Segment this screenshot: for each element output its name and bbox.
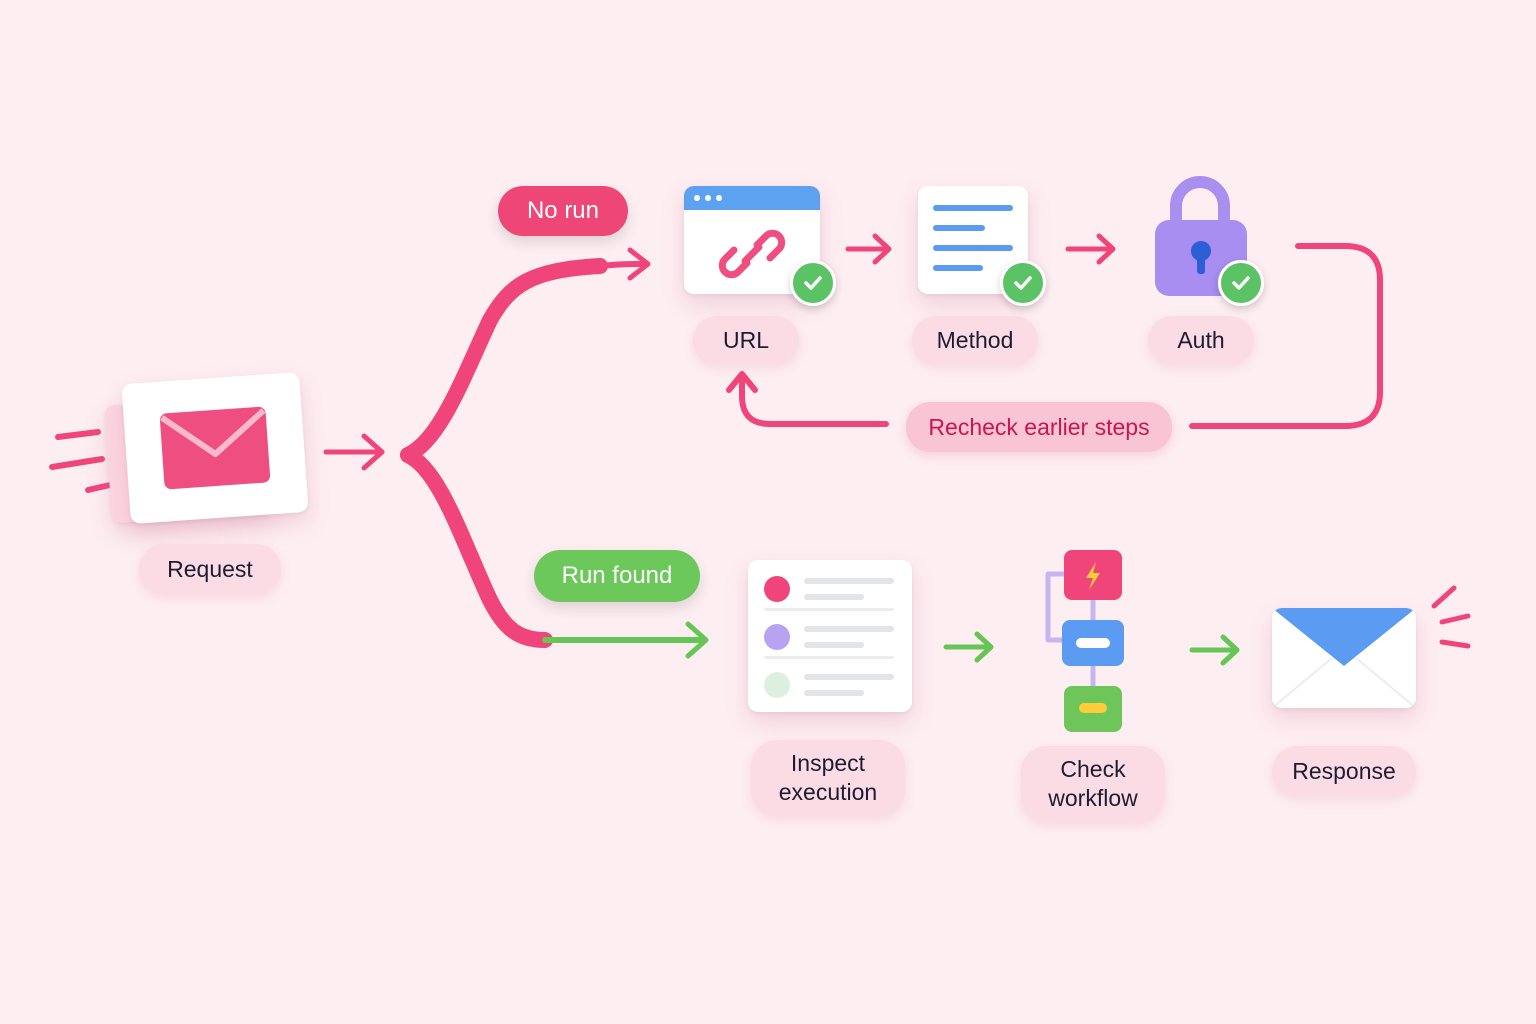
auth-label: Auth: [1148, 316, 1254, 364]
workflow-blocks-icon: [1045, 550, 1124, 732]
branch-run-found-label: Run found: [561, 562, 673, 589]
auth-check-badge: [1218, 260, 1264, 306]
checkmark-icon: [1014, 276, 1032, 290]
arrow-method-to-auth: [1065, 233, 1116, 265]
checkmark-icon: [1232, 276, 1250, 290]
inspect-node: [748, 560, 912, 712]
status-dot-red: [764, 576, 790, 602]
workflow-node: [1036, 546, 1156, 736]
url-check-badge: [790, 260, 836, 306]
auth-node: [1150, 172, 1270, 306]
workflow-label: Check workflow: [1021, 746, 1165, 822]
envelope-icon: [159, 406, 271, 490]
request-node: [104, 371, 309, 528]
request-motion-lines: [49, 429, 113, 493]
inspect-label: Inspect execution: [751, 740, 905, 816]
status-dot-purple: [764, 624, 790, 650]
arrow-workflow-to-response: [1189, 634, 1240, 666]
envelope-icon: [1272, 608, 1416, 708]
url-label: URL: [693, 316, 799, 364]
branch-no-run-pill: No run: [498, 186, 628, 236]
arrow-inspect-to-workflow: [943, 631, 994, 663]
document-lines-icon: [933, 205, 1013, 271]
method-node: [918, 186, 1048, 306]
branch-run-found-pill: Run found: [534, 550, 700, 602]
recheck-earlier-steps-pill: Recheck earlier steps: [906, 402, 1172, 452]
response-node: [1272, 608, 1418, 712]
link-icon: [718, 229, 786, 279]
response-label: Response: [1272, 746, 1416, 796]
response-burst-lines: [1431, 585, 1471, 649]
arrow-request-to-split: [323, 433, 385, 471]
loop-back-connector: [726, 243, 1383, 429]
status-dot-green: [764, 672, 790, 698]
request-card: [121, 371, 309, 525]
url-node: [684, 186, 836, 306]
arrow-url-to-method: [845, 233, 892, 265]
branch-no-run-label: No run: [526, 197, 600, 224]
split-brace: [400, 247, 709, 659]
checkmark-icon: [804, 276, 822, 290]
request-label: Request: [139, 544, 281, 594]
inspect-card: [748, 560, 912, 712]
method-check-badge: [1000, 260, 1046, 306]
method-label: Method: [912, 316, 1038, 364]
response-card: [1272, 608, 1416, 708]
